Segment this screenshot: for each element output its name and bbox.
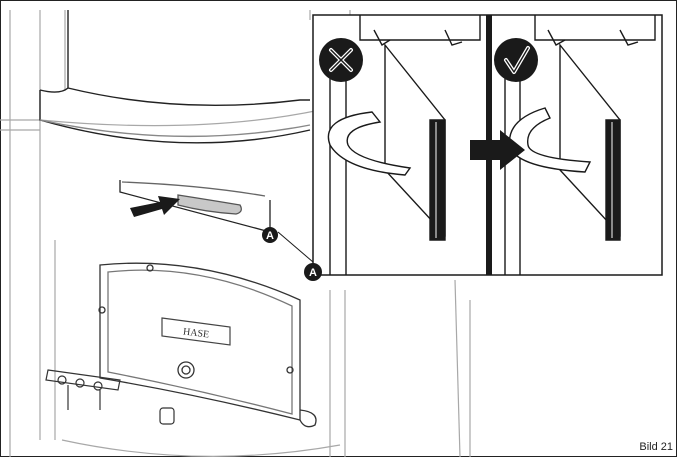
check-in-circle-icon — [494, 38, 538, 82]
wrong-view — [327, 15, 481, 275]
correct-view — [504, 15, 656, 275]
right-arrow-icon — [130, 196, 180, 217]
combustion-chamber — [39, 10, 311, 144]
drawer-handle — [177, 194, 242, 215]
figure-caption: Bild 21 — [639, 441, 673, 453]
stove-body — [0, 10, 471, 457]
brand-plate: HASE — [161, 317, 231, 346]
stove-base — [45, 369, 175, 425]
svg-text:A: A — [309, 267, 317, 279]
brand-logo-text: HASE — [182, 326, 209, 340]
callout-a-small: A — [262, 227, 278, 243]
svg-text:A: A — [266, 230, 274, 242]
leader-line — [277, 231, 314, 263]
ash-drawer-opening — [119, 180, 271, 233]
detail-panel — [312, 14, 663, 276]
panel-arrow-icon — [470, 130, 525, 170]
callout-a-large: A — [304, 263, 322, 281]
cross-in-circle-icon — [319, 38, 363, 82]
lower-door — [98, 262, 317, 428]
